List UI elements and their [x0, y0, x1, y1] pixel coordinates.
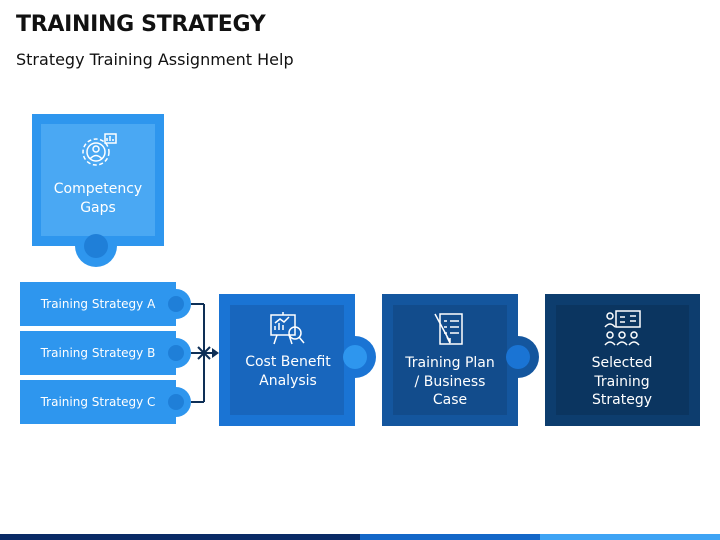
training-plan-label: Training Plan / Business Case	[405, 354, 495, 409]
step-piece-cost-benefit	[219, 294, 376, 426]
analysis-chart-icon	[270, 312, 305, 345]
team-presentation-icon	[604, 310, 641, 346]
step-piece-training-plan	[382, 294, 539, 426]
selected-strategy-label: Selected Training Strategy	[591, 354, 653, 409]
competency-gaps-label: Competency Gaps	[53, 181, 143, 216]
merge-arrow-head	[212, 348, 219, 358]
strategy-a-label: Training Strategy A	[40, 296, 156, 311]
strategy-piece-a	[20, 282, 191, 326]
plan-checklist-icon	[434, 313, 463, 345]
strategy-piece-c	[20, 380, 191, 424]
strategy-c-label: Training Strategy C	[40, 394, 156, 409]
competency-gaps-piece	[32, 114, 164, 267]
strategy-piece-b	[20, 331, 191, 375]
step-piece-selected-strategy	[545, 294, 700, 426]
footer-bar	[0, 534, 720, 540]
strategy-b-label: Training Strategy B	[40, 345, 156, 360]
merge-connector	[191, 303, 212, 403]
page-title: TRAINING STRATEGY	[16, 12, 266, 37]
page-subtitle: Strategy Training Assignment Help	[16, 50, 294, 69]
competency-gear-icon	[82, 133, 117, 166]
cost-benefit-label: Cost Benefit Analysis	[245, 354, 331, 389]
